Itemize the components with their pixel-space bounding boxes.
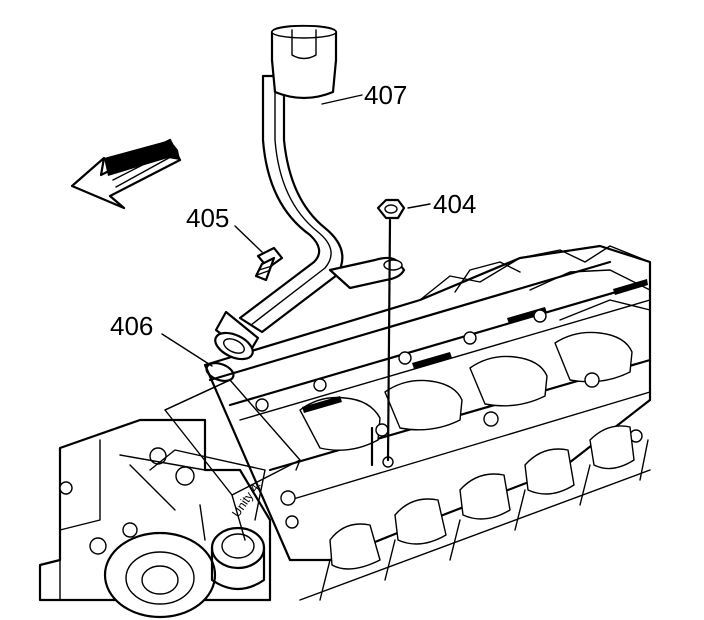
callout-406: 406 (110, 311, 154, 341)
nut-404 (376, 198, 406, 462)
bolt-405 (254, 246, 284, 282)
oil-fill-tube (214, 24, 406, 361)
cylinder-head-block (203, 244, 652, 601)
leader-lines (161, 94, 431, 367)
front-direction-arrow-icon (70, 138, 182, 210)
callout-405: 405 (186, 203, 230, 233)
cover-bolts (255, 309, 643, 529)
callout-404: 404 (433, 189, 477, 219)
callout-407: 407 (364, 80, 408, 110)
front-timing-cover (38, 418, 272, 619)
o-ring-406 (205, 361, 235, 383)
